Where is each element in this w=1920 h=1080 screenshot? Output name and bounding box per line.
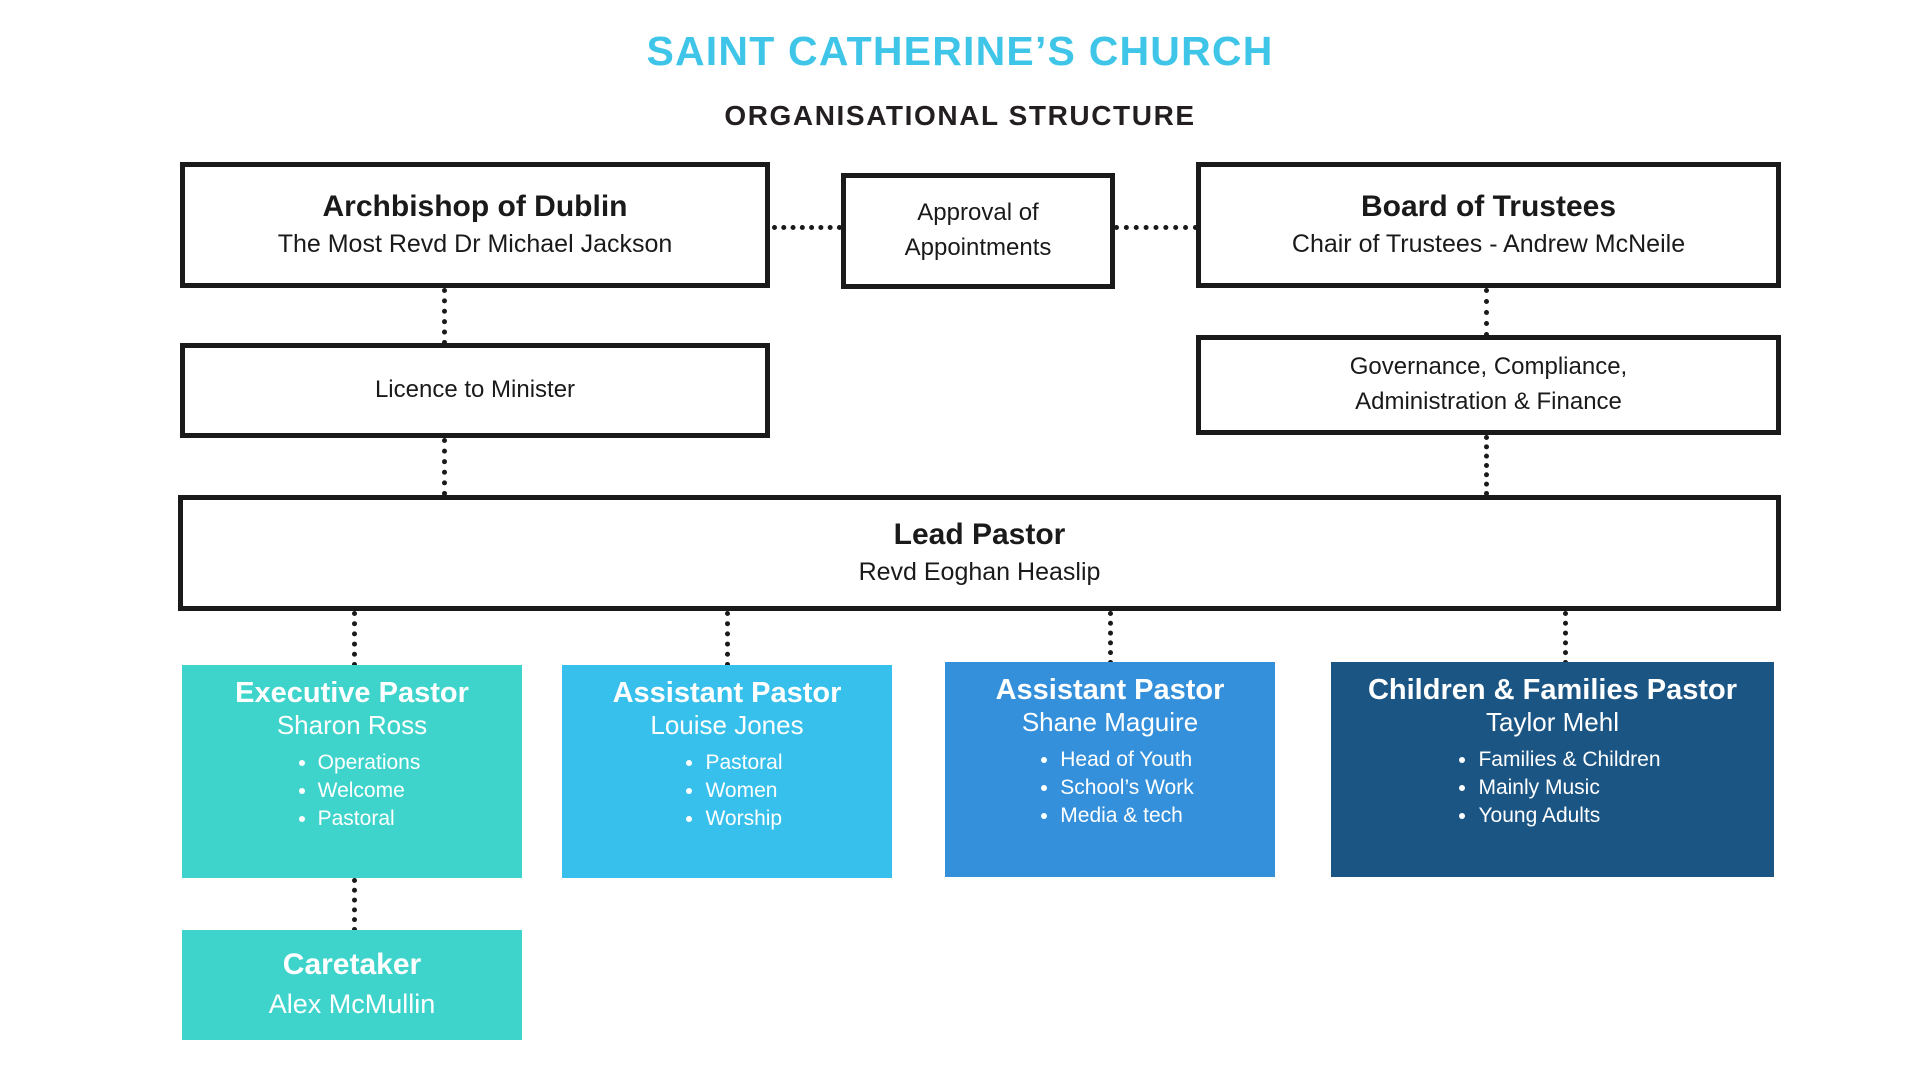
connector-trustees-governance	[1484, 288, 1489, 337]
card-person: Sharon Ross	[276, 710, 428, 741]
card-role: Assistant Pastor	[995, 674, 1225, 706]
governance-line-2: Administration & Finance	[1355, 388, 1622, 415]
card-person: Taylor Mehl	[1486, 707, 1619, 738]
card-duty-item: Pastoral	[318, 805, 421, 833]
card-person: Alex McMullin	[268, 989, 436, 1020]
card-role: Children & Families Pastor	[1367, 674, 1738, 706]
connector-executive-caretaker	[352, 878, 357, 932]
connector-leadpastor-louise	[725, 611, 730, 667]
card-duty-item: Women	[705, 777, 782, 805]
connector-leadpastor-executive	[352, 611, 357, 667]
trustees-subtitle: Chair of Trustees - Andrew McNeile	[1291, 229, 1686, 258]
card-duty-list: Families & Children Mainly Music Young A…	[1444, 746, 1660, 829]
card-role: Caretaker	[282, 947, 422, 981]
connector-licence-leadpastor	[442, 438, 447, 496]
card-duty-item: Pastoral	[705, 749, 782, 777]
card-duty-item: Head of Youth	[1060, 746, 1193, 774]
card-duty-item: School’s Work	[1060, 774, 1193, 802]
card-assistant-pastor-louise[interactable]: Assistant Pastor Louise Jones Pastoral W…	[562, 665, 892, 878]
node-archbishop[interactable]: Archbishop of Dublin The Most Revd Dr Mi…	[180, 162, 770, 288]
licence-label: Licence to Minister	[374, 376, 576, 404]
archbishop-title: Archbishop of Dublin	[322, 190, 628, 224]
card-role: Executive Pastor	[235, 677, 469, 709]
lead-pastor-subtitle: Revd Eoghan Heaslip	[858, 557, 1101, 586]
card-duty-item: Operations	[318, 749, 421, 777]
card-duty-item: Mainly Music	[1478, 774, 1660, 802]
card-role: Assistant Pastor	[612, 677, 842, 709]
connector-archbishop-approval	[772, 225, 842, 230]
card-caretaker[interactable]: Caretaker Alex McMullin	[182, 930, 522, 1040]
connector-archbishop-licence	[442, 288, 447, 345]
card-duty-item: Welcome	[318, 777, 421, 805]
node-board-of-trustees[interactable]: Board of Trustees Chair of Trustees - An…	[1196, 162, 1781, 288]
connector-leadpastor-shane	[1108, 611, 1113, 665]
governance-line-1: Governance, Compliance,	[1349, 353, 1628, 381]
card-duty-item: Families & Children	[1478, 746, 1660, 774]
node-lead-pastor[interactable]: Lead Pastor Revd Eoghan Heaslip	[178, 495, 1781, 611]
lead-pastor-title: Lead Pastor	[893, 518, 1066, 552]
node-governance[interactable]: Governance, Compliance, Administration &…	[1196, 335, 1781, 435]
connector-governance-leadpastor	[1484, 435, 1489, 496]
connector-leadpastor-children	[1563, 611, 1568, 665]
archbishop-subtitle: The Most Revd Dr Michael Jackson	[277, 229, 673, 258]
connector-approval-trustees	[1114, 225, 1198, 230]
card-children-families-pastor[interactable]: Children & Families Pastor Taylor Mehl F…	[1331, 662, 1774, 877]
card-duty-list: Operations Welcome Pastoral	[284, 749, 421, 832]
card-duty-item: Worship	[705, 805, 782, 833]
card-assistant-pastor-shane[interactable]: Assistant Pastor Shane Maguire Head of Y…	[945, 662, 1275, 877]
card-duty-list: Head of Youth School’s Work Media & tech	[1026, 746, 1193, 829]
node-licence-to-minister[interactable]: Licence to Minister	[180, 343, 770, 438]
card-duty-item: Young Adults	[1478, 802, 1660, 830]
card-person: Shane Maguire	[1021, 707, 1199, 738]
card-duty-item: Media & tech	[1060, 802, 1193, 830]
card-executive-pastor[interactable]: Executive Pastor Sharon Ross Operations …	[182, 665, 522, 878]
chart-title: SAINT CATHERINE’S CHURCH	[646, 28, 1274, 74]
approval-line-2: Appointments	[904, 234, 1052, 261]
card-duty-list: Pastoral Women Worship	[671, 749, 782, 832]
approval-line-1: Approval of	[917, 199, 1039, 227]
node-approval-of-appointments[interactable]: Approval of Appointments	[841, 173, 1115, 289]
trustees-title: Board of Trustees	[1360, 190, 1617, 224]
chart-subtitle: ORGANISATIONAL STRUCTURE	[724, 100, 1196, 131]
card-person: Louise Jones	[650, 710, 804, 741]
